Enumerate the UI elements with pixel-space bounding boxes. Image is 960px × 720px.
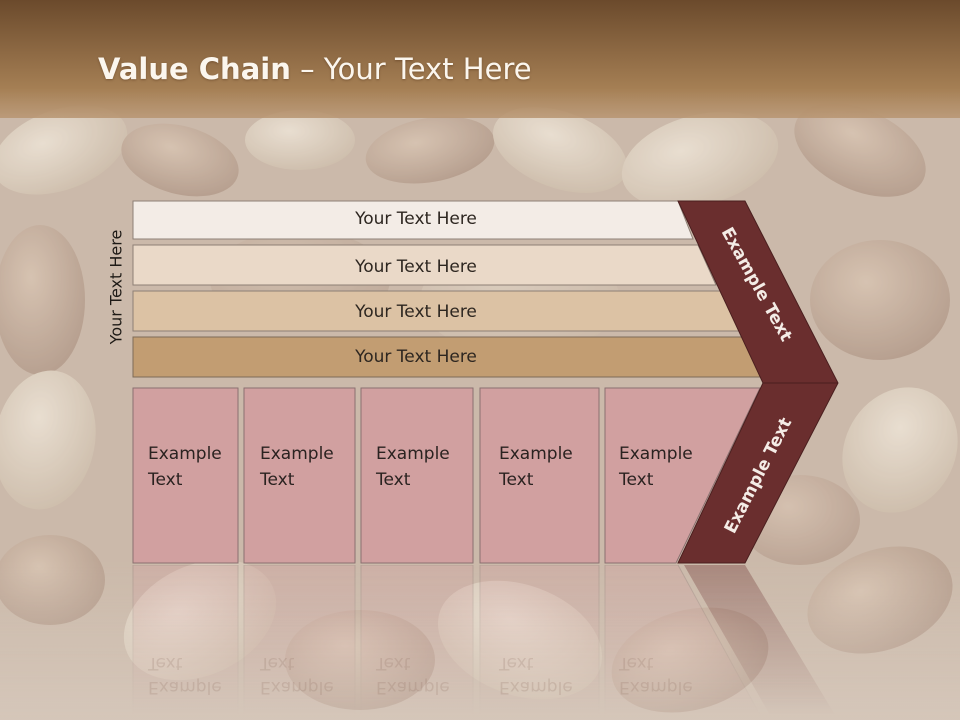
reflection-label: Example bbox=[619, 677, 693, 697]
support-row-2-bar bbox=[132, 244, 717, 286]
reflection-label: Text bbox=[618, 653, 654, 673]
primary-box-1-line1: Example bbox=[148, 444, 222, 464]
reflection-label: Example bbox=[499, 677, 573, 697]
reflection-label: Text bbox=[375, 653, 411, 673]
primary-box-1 bbox=[132, 387, 239, 564]
reflection-label: Text bbox=[147, 653, 183, 673]
primary-box-2-line2: Text bbox=[259, 470, 295, 490]
primary-box-4-line1: Example bbox=[499, 444, 573, 464]
reflection-text: Text Example Text Example Text Example T… bbox=[147, 653, 693, 697]
support-row-3-label: Your Text Here bbox=[354, 302, 477, 322]
primary-box-4 bbox=[479, 387, 600, 564]
slide-title: Value Chain – Your Text Here bbox=[98, 52, 532, 86]
support-row-2-label: Your Text Here bbox=[354, 257, 477, 277]
primary-box-3 bbox=[360, 387, 474, 564]
primary-box-3-line2: Text bbox=[375, 470, 411, 490]
title-rest: – Your Text Here bbox=[290, 52, 532, 86]
support-row-4-label: Your Text Here bbox=[354, 347, 477, 367]
title-bold: Value Chain bbox=[98, 52, 291, 86]
reflection-label: Example bbox=[260, 677, 334, 697]
primary-box-5-line1: Example bbox=[619, 444, 693, 464]
primary-box-3-line1: Example bbox=[376, 444, 450, 464]
reflection-label: Text bbox=[498, 653, 534, 673]
primary-box-5-line2: Text bbox=[618, 470, 654, 490]
primary-box-2-line1: Example bbox=[260, 444, 334, 464]
primary-box-4-line2: Text bbox=[498, 470, 534, 490]
support-row-1-bar bbox=[132, 200, 694, 240]
reflection-label: Example bbox=[148, 677, 222, 697]
title-banner bbox=[0, 0, 960, 118]
reflection-label: Text bbox=[259, 653, 295, 673]
reflection-label: Example bbox=[376, 677, 450, 697]
primary-box-1-line2: Text bbox=[147, 470, 183, 490]
primary-box-5 bbox=[604, 387, 761, 564]
diagram-reflection bbox=[132, 564, 835, 716]
primary-box-2 bbox=[243, 387, 356, 564]
support-row-1-label: Your Text Here bbox=[354, 209, 477, 229]
